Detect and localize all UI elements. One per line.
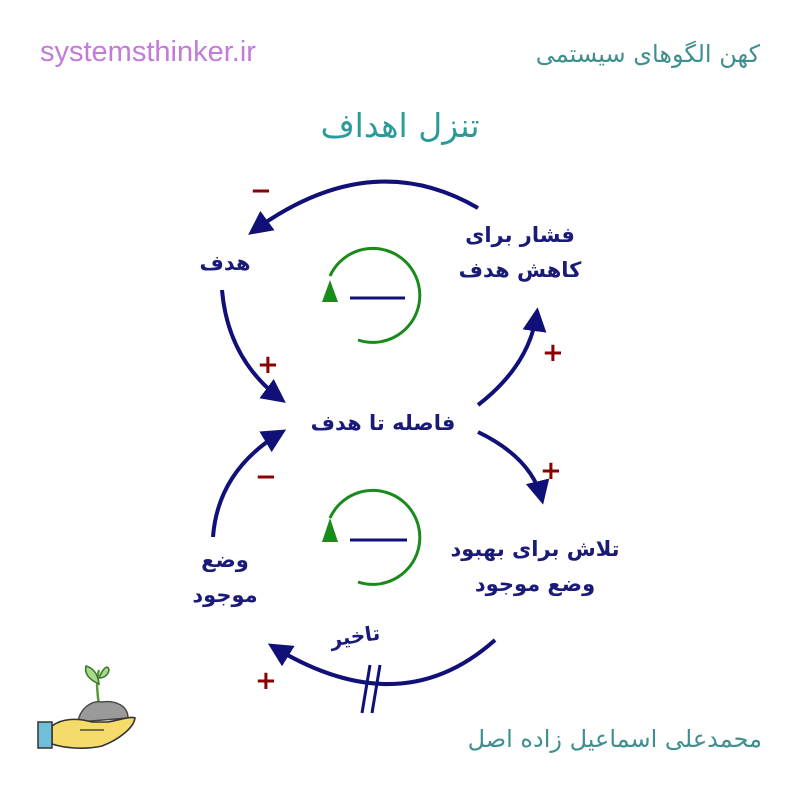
node-pressure-line1: فشار برای [465,223,575,247]
sign-effort-to-current: + [255,666,277,696]
node-current-state: وضع موجود [180,543,270,612]
node-pressure-line2: کاهش هدف [458,257,582,282]
hand-seedling-logo [37,665,136,749]
loop-indicator-top [322,246,422,344]
node-goal: هدف [190,246,260,281]
delay-mark [360,664,372,714]
arrow-gap-to-pressure [476,307,547,407]
sign-gap-to-effort: + [540,456,562,486]
delay-mark [370,664,382,714]
loop-indicator-bottom [322,488,422,586]
node-effort-line1: تلاش برای بهبود [450,537,620,561]
author-name: محمدعلی اسماعیل زاده اصل [467,725,762,753]
sign-gap-to-pressure: + [542,338,564,368]
page-title: تنزل اهداف [320,106,480,145]
node-pressure-to-reduce-goal: فشار برای کاهش هدف [440,218,600,287]
arrow-pressure-to-goal [248,179,480,235]
node-gap-to-goal: فاصله تا هدف [288,406,478,441]
node-effort-line2: وضع موجود [474,571,596,596]
series-title: کهن الگوهای سیستمی [535,40,760,68]
sign-goal-to-gap: + [257,350,279,380]
node-current-line2: موجود [192,582,258,607]
arrow-gap-to-effort [477,430,550,505]
sign-current-to-gap: − [255,462,277,492]
sign-pressure-to-goal: − [250,176,272,206]
site-url: systemsthinker.ir [40,36,256,68]
node-goal-label: هدف [199,251,251,275]
arrow-goal-to-gap [220,289,286,403]
node-effort-to-improve: تلاش برای بهبود وضع موجود [435,532,635,601]
arrow-current-to-gap [211,429,287,538]
arrow-effort-to-current [267,638,497,687]
node-gap-label: فاصله تا هدف [310,411,456,435]
node-current-line1: وضع [201,548,249,572]
